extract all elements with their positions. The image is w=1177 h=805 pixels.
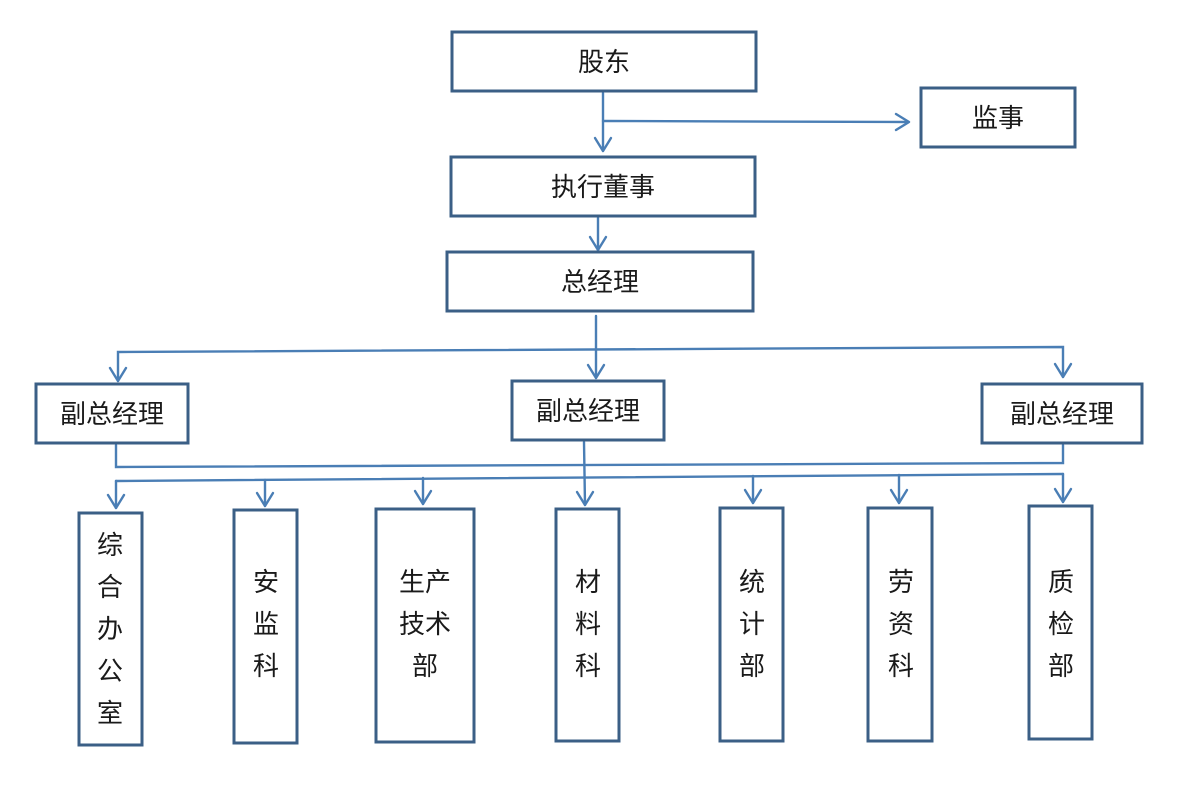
node-deputy-gm-center-label: 副总经理 [536, 397, 640, 427]
connector-to-supervisor [601, 119, 910, 124]
dept-general-office: 综合办公室 [77, 511, 144, 747]
dept-quality-inspection-label: 质检部 [1048, 568, 1074, 682]
arrow-materials [575, 490, 595, 507]
arrow-to-deputy-right [1053, 362, 1073, 379]
connectors [106, 91, 1073, 510]
dept-production-technology: 生产技术部 [374, 507, 476, 744]
connector-deputies-bus [116, 345, 1065, 383]
arrow-to-deputy-center [586, 363, 606, 380]
dept-statistics: 统计部 [718, 506, 785, 743]
connector-departments-bus [114, 472, 1065, 483]
arrow-to-deputy-left [108, 366, 128, 383]
node-general-manager: 总经理 [445, 250, 755, 313]
arrow-production-technology [413, 489, 433, 506]
arrow-general-office [106, 493, 126, 510]
node-executive-director-label: 执行董事 [551, 173, 655, 203]
dept-production-technology-label: 生产技术部 [399, 568, 451, 682]
dept-safety-supervision: 安监科 [232, 508, 299, 745]
dept-quality-inspection: 质检部 [1027, 504, 1094, 741]
arrow-safety-supervision [255, 491, 275, 508]
node-deputy-gm-left: 副总经理 [34, 382, 190, 445]
node-supervisor-label: 监事 [972, 104, 1024, 134]
node-deputy-gm-left-label: 副总经理 [60, 400, 164, 430]
node-shareholders-label: 股东 [578, 48, 630, 78]
arrow-labor-wages [889, 488, 909, 505]
node-deputy-gm-right-label: 副总经理 [1010, 400, 1114, 430]
dept-statistics-label: 统计部 [739, 568, 765, 682]
arrow-statistics [743, 488, 763, 505]
arrow-quality-inspection [1053, 487, 1073, 504]
node-executive-director: 执行董事 [449, 155, 757, 218]
node-deputy-gm-center: 副总经理 [510, 379, 666, 442]
connector-deputies-lower-bus [114, 443, 1065, 469]
dept-materials-label: 材料科 [575, 568, 601, 682]
dept-labor-wages-label: 劳资科 [888, 568, 914, 682]
node-general-manager-label: 总经理 [561, 268, 639, 298]
dept-general-office-label: 综合办公室 [97, 531, 123, 729]
node-deputy-gm-right: 副总经理 [980, 382, 1144, 445]
node-shareholders: 股东 [450, 30, 758, 93]
dept-labor-wages: 劳资科 [866, 506, 934, 743]
arrow-to-supervisor [894, 112, 911, 132]
arrow-to-director [593, 136, 613, 153]
dept-safety-supervision-label: 安监科 [253, 568, 279, 682]
node-supervisor: 监事 [919, 86, 1077, 149]
dept-materials: 材料科 [554, 507, 621, 743]
connector-center-deputy-down [582, 440, 587, 507]
arrow-to-gm [588, 235, 608, 252]
